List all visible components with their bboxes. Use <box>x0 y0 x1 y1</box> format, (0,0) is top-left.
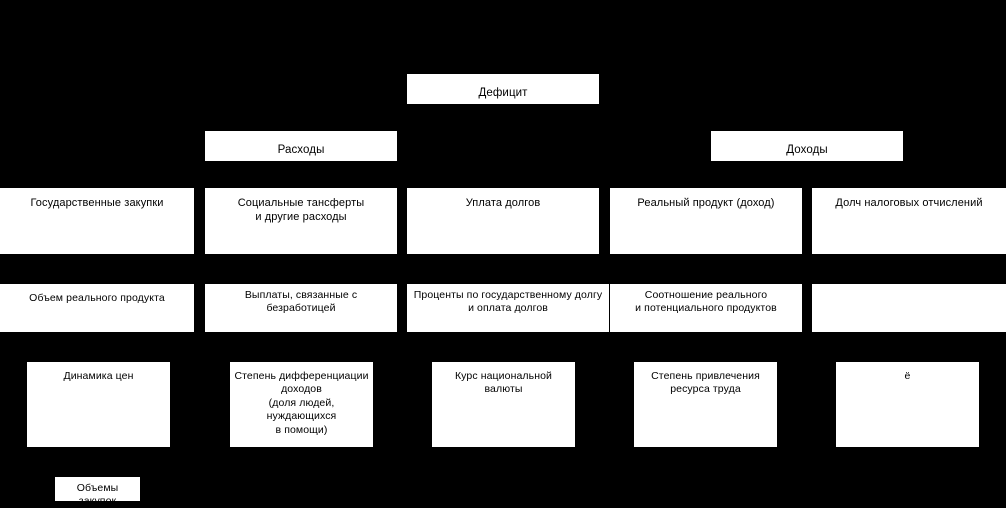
node-category-social-transfers[interactable]: Социальные тансферты и другие расходы <box>205 188 397 254</box>
node-detail-labor-engagement-label: Степень привлечения ресурса труда <box>651 370 760 396</box>
node-indicator-debt-interest-label: Проценты по государственному долгу и опл… <box>413 289 603 315</box>
node-leaf-purchase-volumes-label: Объемы закупок <box>76 482 119 501</box>
node-detail-yo-label: ё <box>904 370 911 382</box>
node-indicator-unemployment-payments-label: Выплаты, связанные с безработицей <box>244 289 358 315</box>
node-category-real-product[interactable]: Реальный продукт (доход) <box>610 188 802 254</box>
node-detail-labor-engagement[interactable]: Степень привлечения ресурса труда <box>634 362 777 447</box>
node-indicator-unemployment-payments[interactable]: Выплаты, связанные с безработицей <box>205 284 397 332</box>
node-deficit-label: Дефицит <box>478 87 528 99</box>
node-leaf-purchase-volumes[interactable]: Объемы закупок <box>55 477 140 501</box>
node-detail-price-dynamics-label: Динамика цен <box>63 370 134 382</box>
node-detail-price-dynamics[interactable]: Динамика цен <box>27 362 170 447</box>
node-expenses-label: Расходы <box>277 144 325 156</box>
node-indicator-empty[interactable] <box>812 284 1006 332</box>
node-indicator-real-product-volume[interactable]: Объем реального продукта <box>0 284 194 332</box>
node-category-debt-payment-label: Уплата долгов <box>465 197 541 209</box>
node-category-tax-share[interactable]: Долч налоговых отчислений <box>812 188 1006 254</box>
node-deficit[interactable]: Дефицит <box>407 74 599 104</box>
node-indicator-product-ratio-label: Соотношение реального и потенциального п… <box>635 289 777 315</box>
node-category-government-purchases-label: Государственные закупки <box>30 197 164 209</box>
node-category-tax-share-label: Долч налоговых отчислений <box>835 197 983 209</box>
node-indicator-real-product-volume-label: Объем реального продукта <box>29 292 165 304</box>
node-expenses[interactable]: Расходы <box>205 131 397 161</box>
node-detail-currency-rate[interactable]: Курс национальной валюты <box>432 362 575 447</box>
node-detail-yo[interactable]: ё <box>836 362 979 447</box>
node-category-real-product-label: Реальный продукт (доход) <box>637 197 775 209</box>
node-category-government-purchases[interactable]: Государственные закупки <box>0 188 194 254</box>
node-detail-income-differentiation[interactable]: Степень дифференциации доходов (доля люд… <box>230 362 373 447</box>
node-category-debt-payment[interactable]: Уплата долгов <box>407 188 599 254</box>
node-category-social-transfers-label: Социальные тансферты и другие расходы <box>237 197 365 224</box>
node-incomes[interactable]: Доходы <box>711 131 903 161</box>
node-indicator-product-ratio[interactable]: Соотношение реального и потенциального п… <box>610 284 802 332</box>
node-detail-currency-rate-label: Курс национальной валюты <box>454 370 553 396</box>
node-detail-income-differentiation-label: Степень дифференциации доходов (доля люд… <box>234 370 369 436</box>
node-incomes-label: Доходы <box>786 144 828 156</box>
node-indicator-debt-interest[interactable]: Проценты по государственному долгу и опл… <box>407 284 609 332</box>
